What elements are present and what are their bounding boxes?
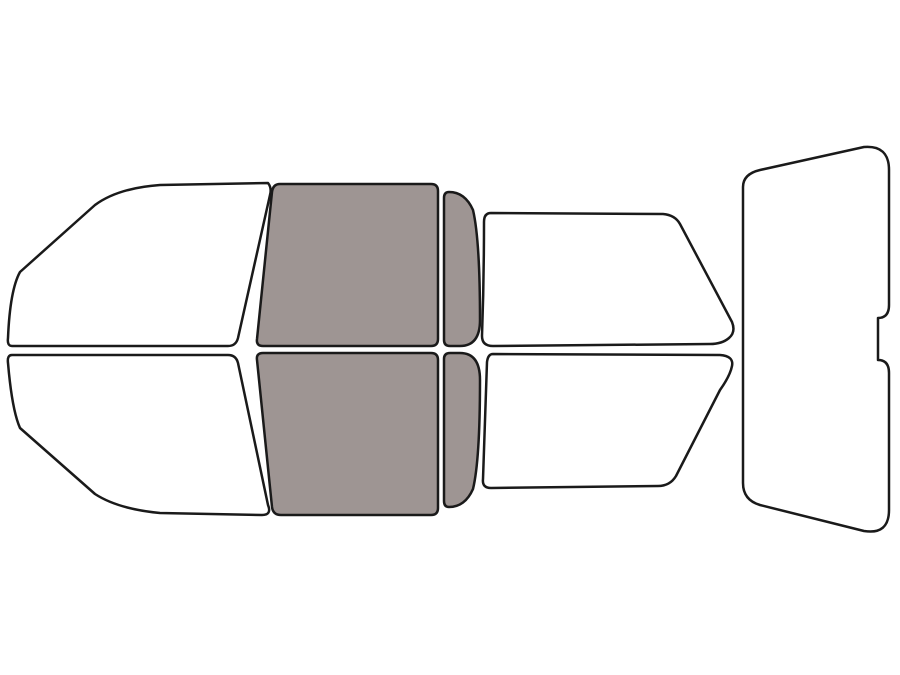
front-windshield-lower-half [6, 353, 271, 517]
rear-door-window-lower [481, 352, 734, 490]
vent-window-lower [442, 351, 482, 509]
rear-window [741, 145, 891, 533]
front-door-window-upper [255, 182, 440, 348]
vent-window-upper [442, 190, 482, 348]
front-door-window-lower [255, 351, 440, 517]
rear-door-window-upper [480, 211, 735, 348]
front-windshield-upper-half [6, 181, 272, 348]
